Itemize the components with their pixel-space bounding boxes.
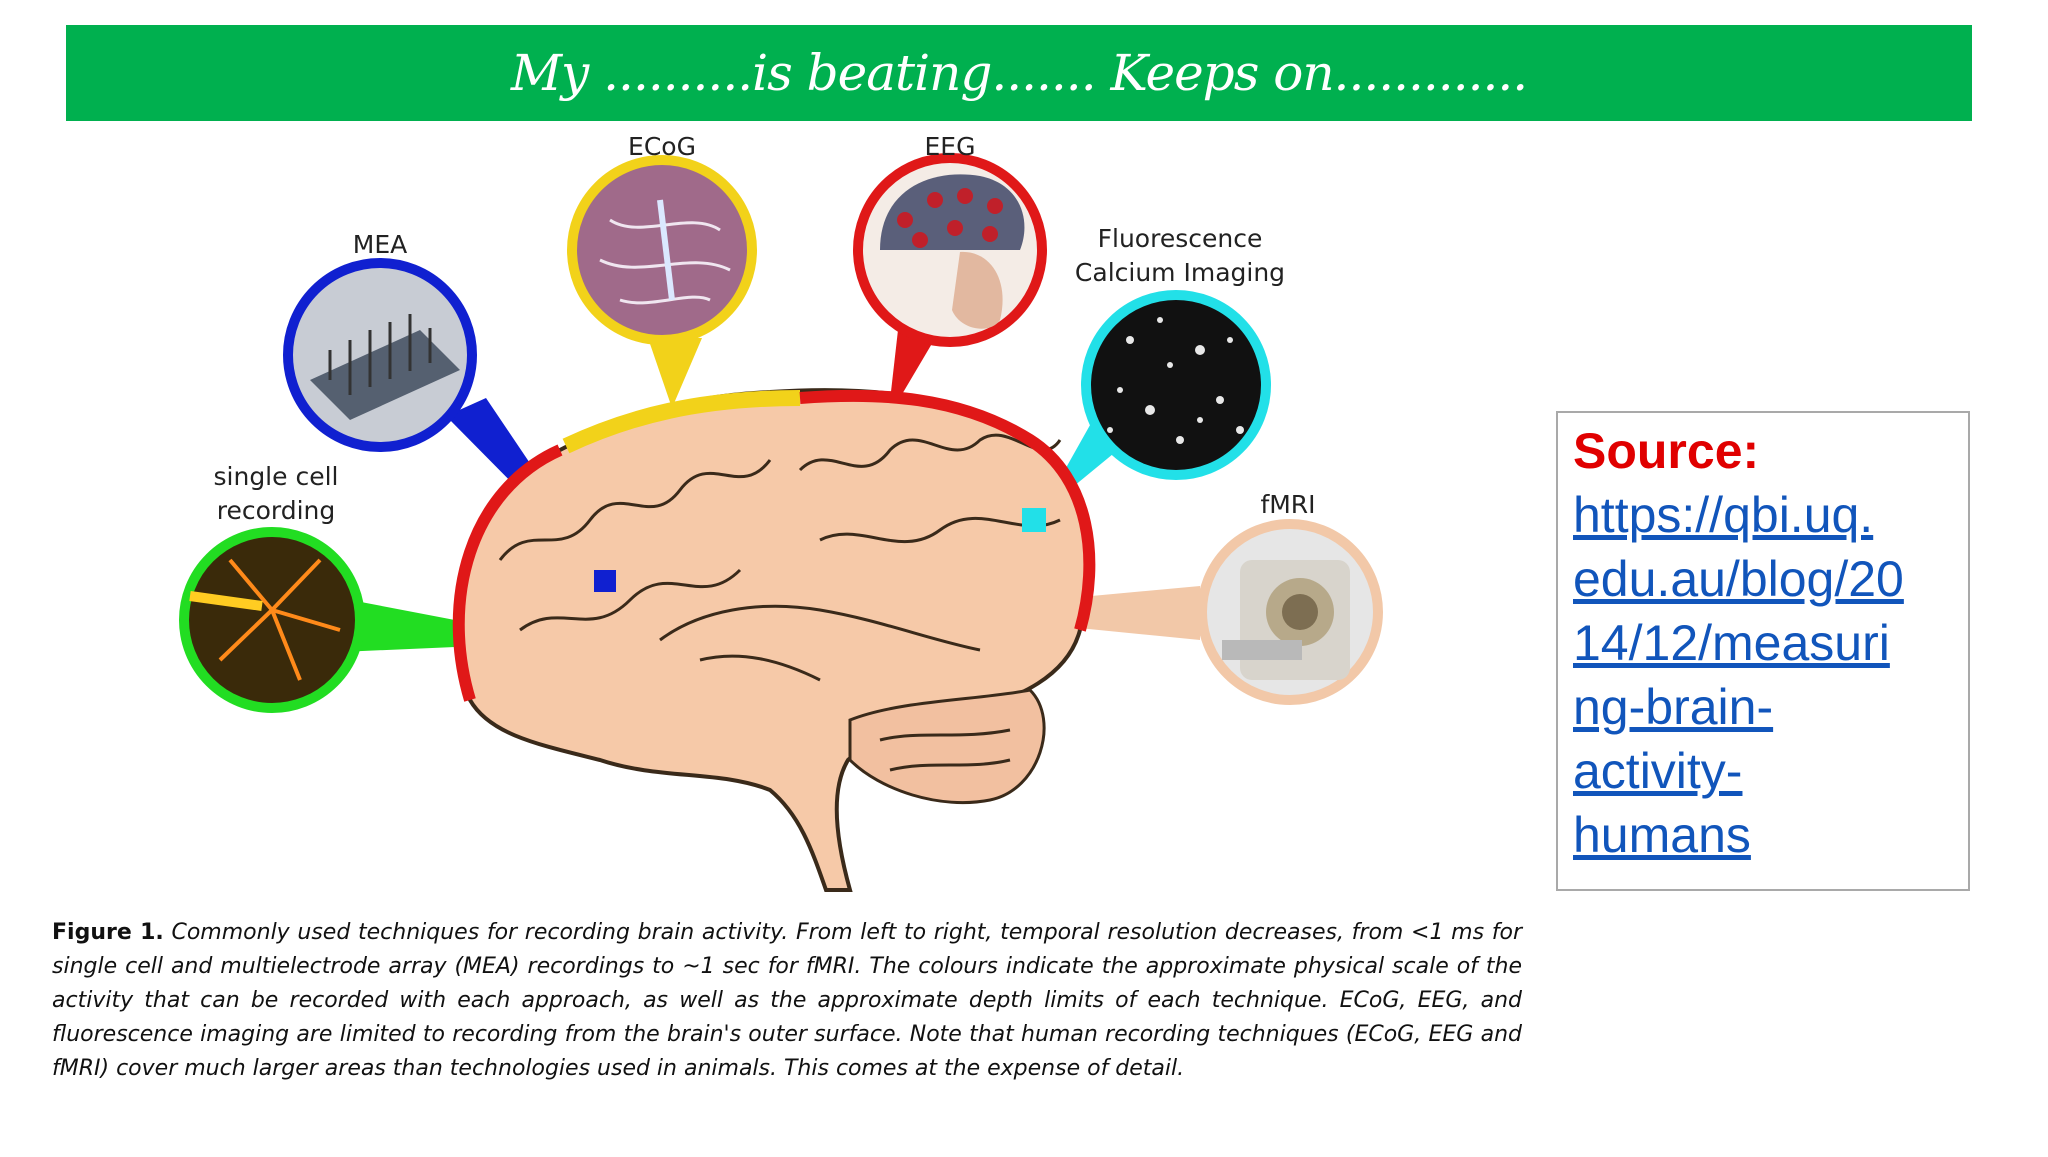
eeg-label: EEG [900, 130, 1000, 164]
mea-target-square [594, 570, 616, 592]
single-cell-image-circle [184, 532, 360, 708]
brain-outline [459, 390, 1090, 890]
figure-caption-text: Commonly used techniques for recording b… [52, 920, 1522, 1081]
source-box: Source: https://qbi.uq. edu.au/blog/20 1… [1556, 411, 1970, 891]
ecog-label: ECoG [612, 130, 712, 164]
fluorescence-label: Fluorescence Calcium Imaging [1060, 222, 1300, 290]
fluorescence-target-square [1022, 508, 1046, 532]
fmri-label: fMRI [1248, 488, 1328, 522]
fluorescence-image-circle [1086, 295, 1266, 475]
source-link[interactable]: https://qbi.uq. edu.au/blog/20 14/12/mea… [1573, 483, 1956, 867]
source-title: Source: [1573, 419, 1956, 483]
mea-label: MEA [330, 228, 430, 262]
figure-caption: Figure 1. Commonly used techniques for r… [52, 916, 1522, 1086]
ecog-image-circle [572, 160, 752, 340]
single-cell-label: single cell recording [196, 460, 356, 528]
ecog-pointer [648, 338, 702, 408]
figure-label: Figure 1. [52, 920, 164, 945]
mri-scanner-icon [1222, 560, 1350, 680]
